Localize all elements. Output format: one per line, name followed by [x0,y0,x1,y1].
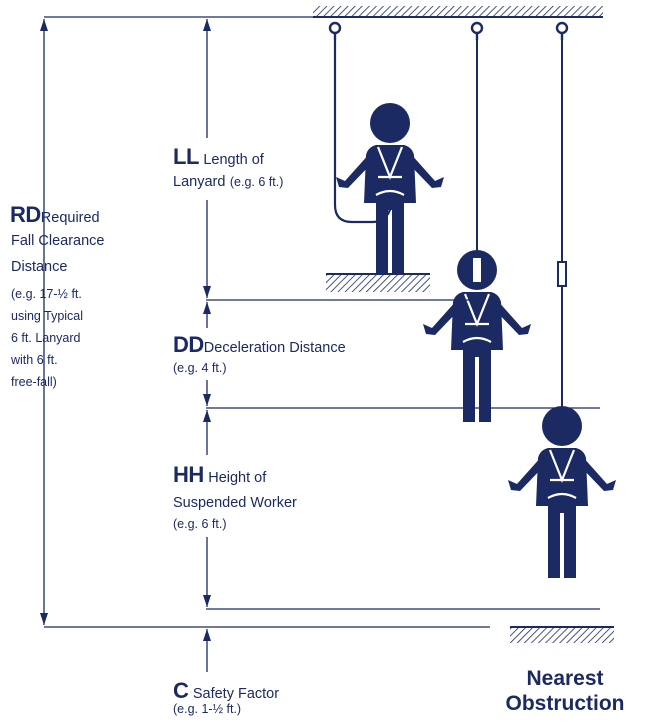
c-abbr: C [173,678,189,703]
ground-hatch-icon [510,627,614,643]
shock-absorber [557,261,567,287]
ll-line1: Length of [203,152,264,168]
ceiling-hatch [313,6,603,16]
c-label: C Safety Factor [173,680,279,702]
obstruction-line2: Obstruction [505,692,625,715]
obstruction-line1: Nearest [526,667,604,690]
rd-note2: using Typical [11,309,84,323]
hh-line1: Height of [208,470,267,486]
ll-note: (e.g. 6 ft.) [229,175,284,189]
obstruction-label: Nearest Obstruction [490,666,640,716]
worker-suspended-icon [506,404,618,580]
ll-abbr: LL [173,144,199,169]
worker-standing-icon [334,101,446,277]
ll-label: LL Length of [173,146,264,168]
hh-label: HH Height of [173,464,266,486]
rd-note3: 6 ft. Lanyard [11,331,81,345]
c-note: (e.g. 1-½ ft.) [173,702,242,716]
dd-note: (e.g. 4 ft.) [173,361,227,375]
rd-line1: Required [40,210,100,226]
standing-platform-hatch [326,274,430,292]
rd-line2: Fall Clearance [11,233,105,249]
lanyard-standing [333,40,394,224]
hh-line2: Suspended Worker [173,495,297,511]
dd-abbr: DD [173,332,204,357]
anchor-hook-icon [328,21,569,40]
rd-note5: free-fall) [11,375,57,389]
rd-note1: (e.g. 17-½ ft. [11,287,82,301]
dd-line1: Deceleration Distance [203,340,346,356]
ll-line2: Lanyard [173,174,226,190]
dd-label: DDDeceleration Distance [173,334,346,356]
rd-note4: with 6 ft. [11,353,58,367]
rd-label: RDRequired [10,204,100,226]
ll-line2-row: Lanyard (e.g. 6 ft.) [173,174,283,190]
hh-note: (e.g. 6 ft.) [173,517,227,531]
rd-line3: Distance [11,259,68,275]
rd-abbr: RD [10,202,41,227]
hh-abbr: HH [173,462,204,487]
c-line1: Safety Factor [192,686,280,702]
